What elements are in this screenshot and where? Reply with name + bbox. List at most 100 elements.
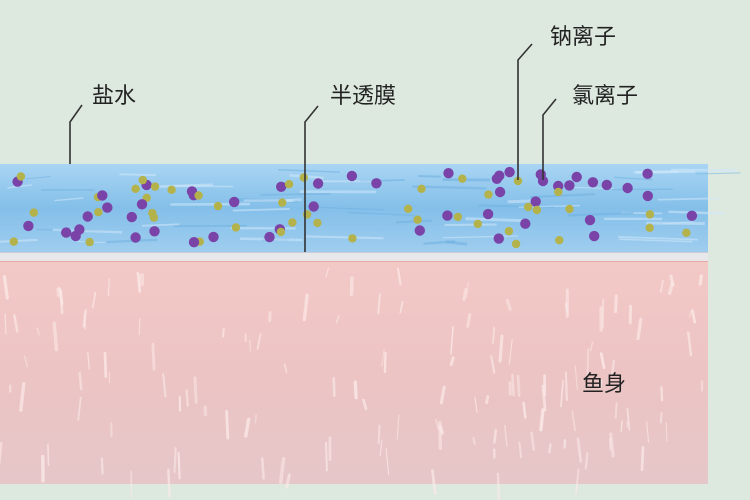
water-streak: [141, 223, 180, 227]
fish-body-region: [0, 262, 708, 484]
water-streak: [306, 206, 385, 211]
chloride-ion-label: 氯离子: [572, 84, 638, 109]
sodium-ion: [149, 213, 159, 222]
water-streak: [442, 178, 491, 182]
chloride-ion: [553, 180, 564, 192]
chloride-ion: [535, 169, 546, 180]
chloride-ion: [601, 179, 612, 191]
fish-fiber: [576, 437, 583, 463]
chloride-ion: [346, 170, 358, 182]
water-streak: [0, 238, 38, 243]
fish-fiber: [193, 376, 198, 404]
fish-fiber: [381, 348, 385, 367]
fish-fiber: [691, 309, 697, 324]
fish-fiber: [599, 352, 606, 369]
water-streak: [232, 207, 290, 212]
fish-fiber: [541, 384, 547, 412]
water-streak: [25, 176, 51, 180]
chloride-ion: [276, 181, 287, 192]
fish-fiber: [598, 379, 603, 389]
sodium-ion: [231, 223, 241, 232]
ions-group: [9, 166, 698, 249]
saltwater-label: 盐水: [92, 84, 136, 109]
sodium-ion: [453, 212, 463, 222]
fish-fiber: [584, 452, 589, 470]
fish-fiber: [474, 396, 478, 413]
fish-fiber: [2, 275, 9, 300]
fish-fiber: [278, 456, 286, 484]
sodium-ion-label: 钠离子: [550, 25, 616, 50]
sodium-ion: [458, 174, 467, 183]
fish-fiber: [377, 293, 381, 315]
sodium-ion: [29, 208, 38, 217]
water-streak: [663, 221, 694, 225]
chloride-ion: [208, 231, 219, 243]
fish-fiber: [162, 373, 167, 398]
sodium-ion: [473, 219, 482, 229]
chloride-ion: [130, 232, 141, 243]
fish-fiber: [107, 278, 110, 297]
water-streak: [465, 217, 530, 223]
fish-fiber: [285, 473, 291, 489]
fish-fiber: [256, 333, 262, 350]
chloride-ion: [686, 210, 698, 221]
chloride-ion: [571, 171, 582, 183]
sodium-ion: [213, 201, 223, 211]
water-streak: [119, 173, 156, 177]
fish-fiber: [325, 267, 330, 278]
fish-fiber: [87, 351, 90, 370]
fish-fiber: [46, 443, 50, 467]
saltwater-leader-line: [69, 104, 83, 164]
fish-fiber: [609, 432, 615, 458]
fish-fiber: [522, 401, 527, 419]
water-streak: [657, 197, 721, 201]
fish-fiber: [518, 441, 522, 459]
sodium-ion: [645, 210, 655, 219]
fish-fiber: [438, 425, 444, 435]
sodium-ion: [299, 173, 308, 182]
fish-fiber: [614, 294, 618, 314]
fish-fiber: [504, 424, 508, 448]
fish-fiber: [396, 267, 402, 286]
fish-fiber: [698, 274, 703, 286]
chloride-ion: [504, 166, 515, 178]
chloride-ion: [312, 178, 324, 189]
sodium-ion: [278, 198, 287, 207]
fish-fiber: [485, 395, 490, 405]
fish-fiber: [221, 327, 225, 338]
fish-fiber: [610, 359, 616, 376]
fish-fiber: [665, 422, 668, 442]
sodium-ion: [565, 204, 574, 214]
chloride-ion: [589, 230, 600, 242]
chloride-ion: [308, 201, 319, 212]
fish-fiber: [462, 287, 468, 301]
fish-fiber: [548, 443, 552, 454]
fish-fiber: [4, 313, 7, 335]
semipermeable-membrane: [0, 252, 708, 262]
sodium-ion: [645, 223, 654, 232]
sodium-ion: [532, 205, 542, 215]
sodium-ion: [302, 210, 312, 219]
water-streak: [568, 211, 634, 217]
fish-fiber: [283, 363, 288, 374]
chloride-ion: [23, 220, 34, 232]
water-streak: [423, 240, 456, 245]
fish-fiber: [383, 351, 387, 374]
chloride-ion: [126, 211, 137, 223]
chloride-ion: [494, 170, 505, 181]
fish-fiber: [564, 302, 569, 313]
fish-fiber: [466, 313, 472, 328]
water-streak: [278, 169, 340, 173]
fish-texture: [0, 267, 704, 500]
fish-fiber: [530, 431, 536, 451]
fish-fiber: [472, 436, 476, 445]
fish-fiber: [379, 439, 383, 457]
water-streak: [695, 172, 741, 175]
membrane-leader-line: [304, 105, 319, 252]
fish-fiber: [450, 326, 454, 355]
water-streak: [618, 235, 698, 241]
water-streak: [529, 193, 596, 199]
fish-fiber: [249, 339, 252, 352]
fish-fiber: [659, 412, 663, 424]
fish-body-label: 鱼身: [582, 372, 626, 397]
